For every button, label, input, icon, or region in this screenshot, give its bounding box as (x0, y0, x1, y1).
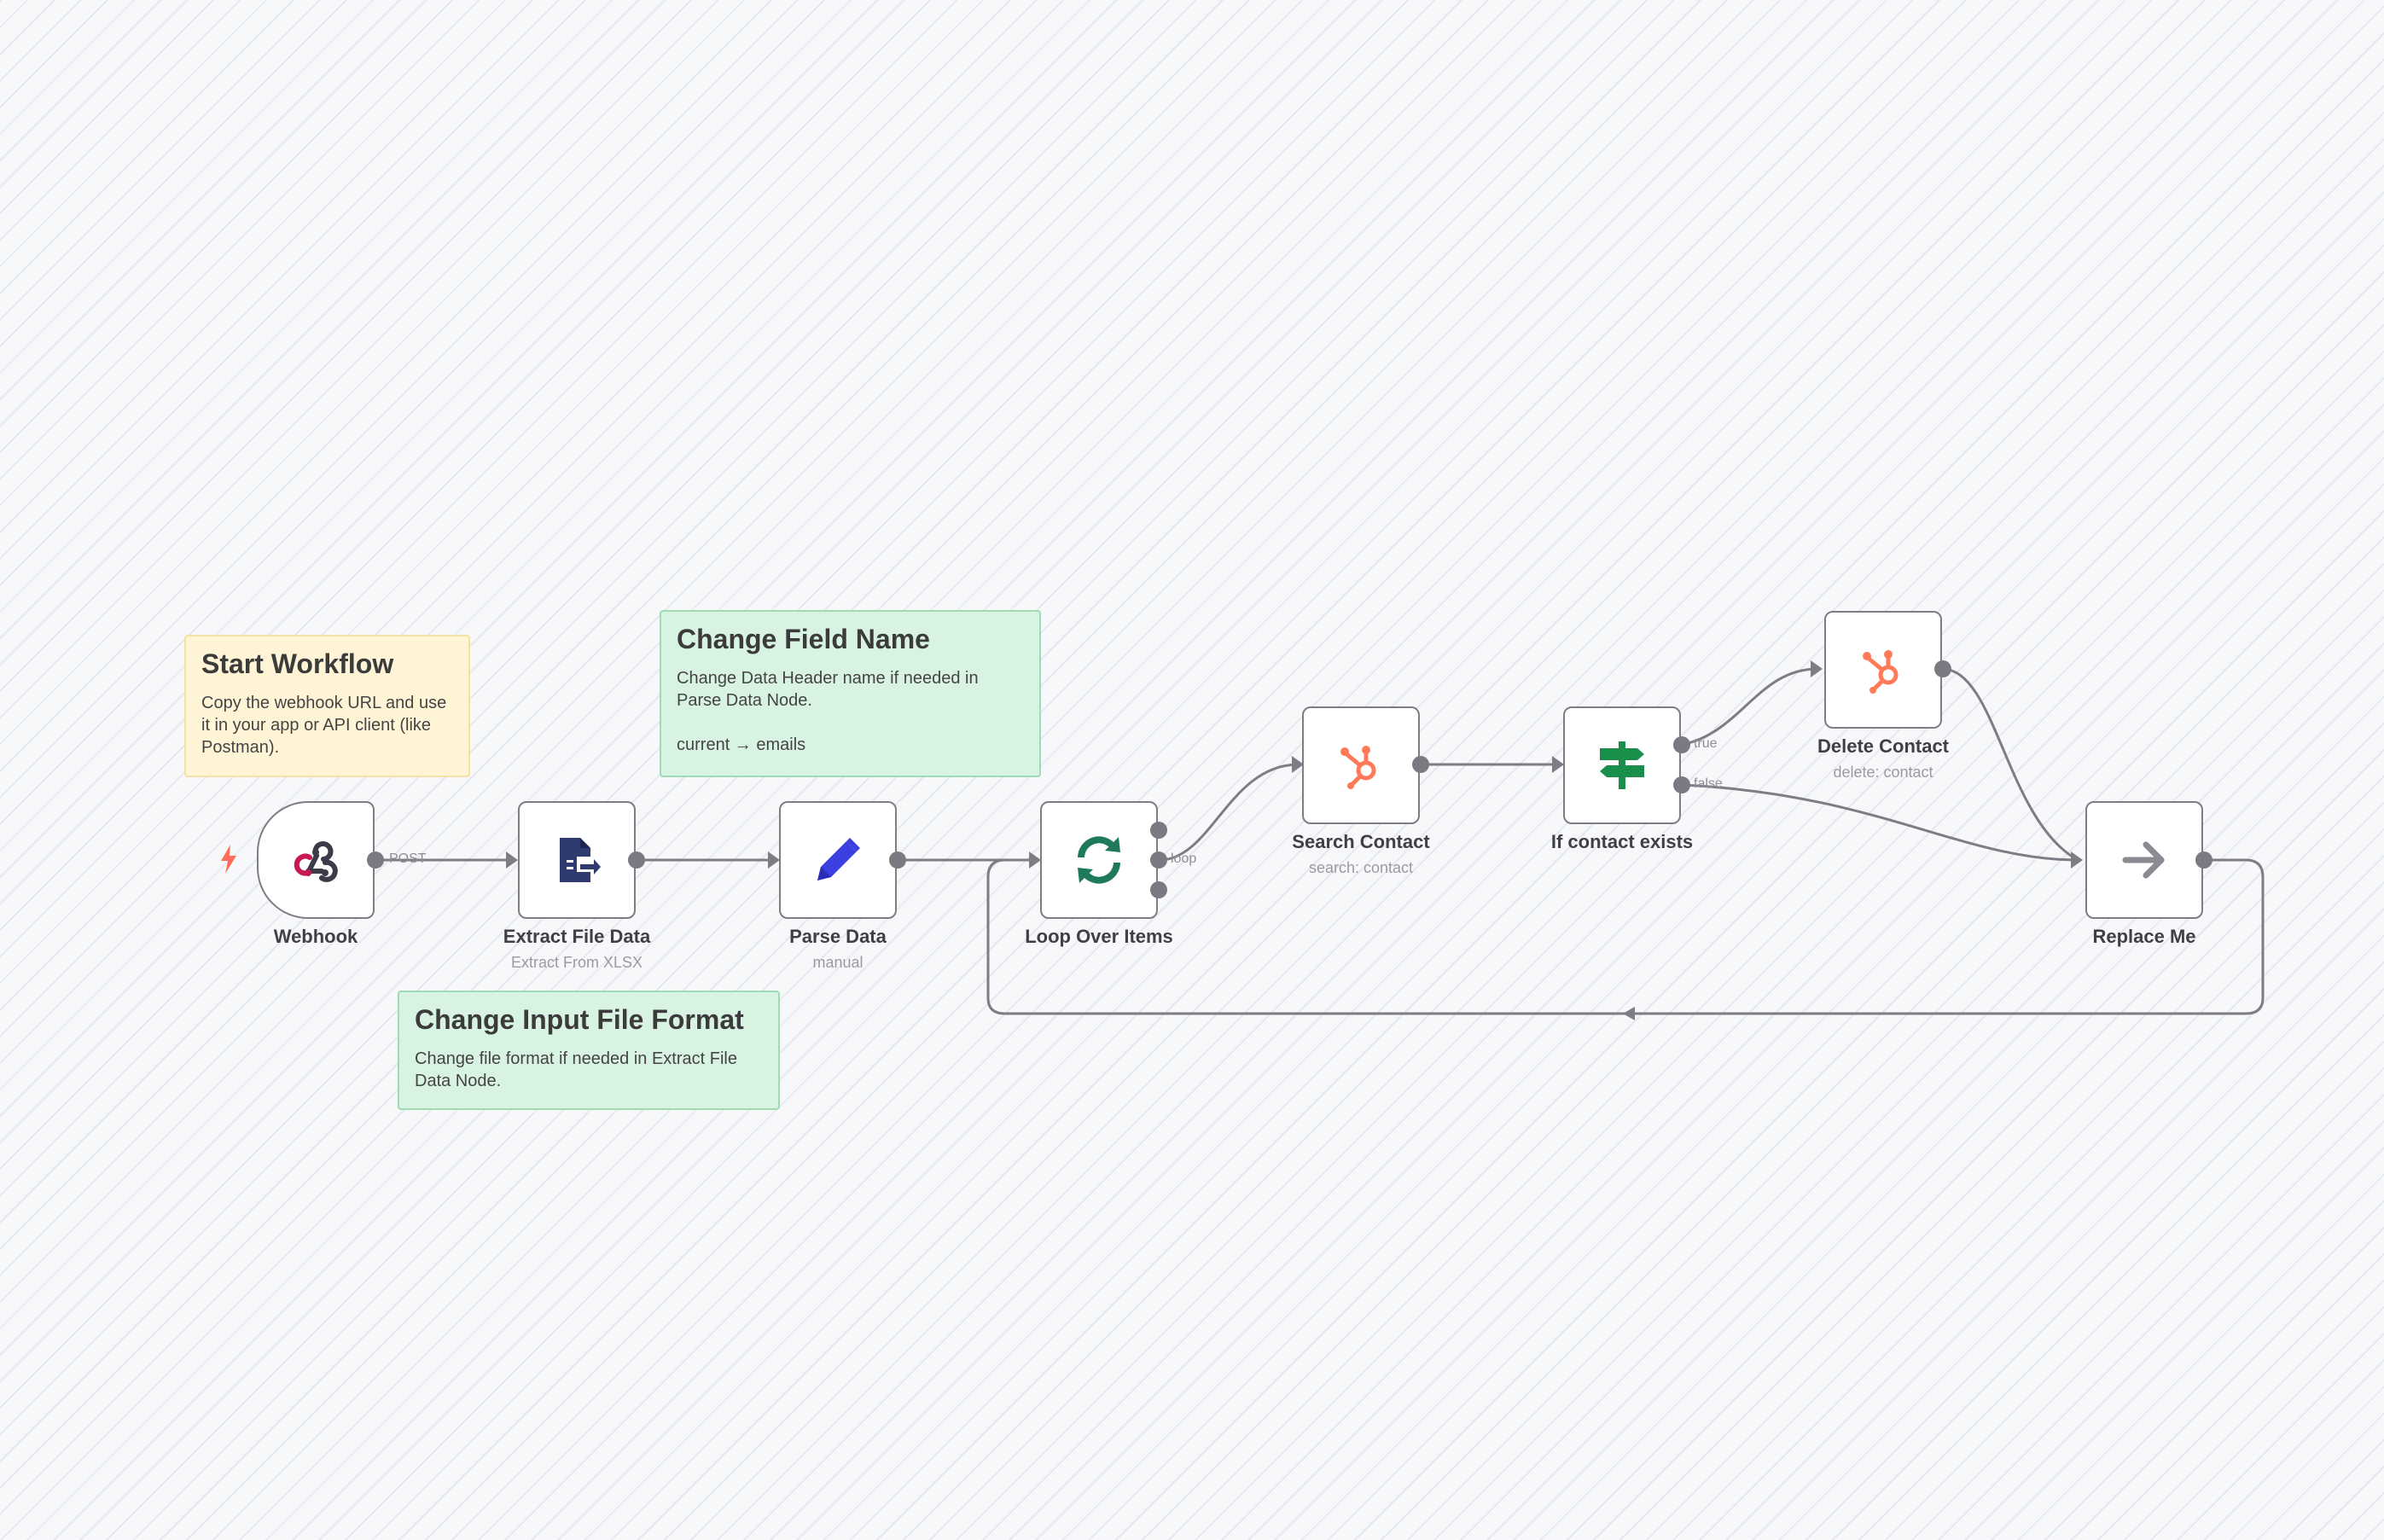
wire-delete-replace[interactable] (1941, 667, 2079, 862)
node-delete-contact[interactable] (1824, 611, 1942, 729)
node-subtitle-search-contact: search: contact (1308, 859, 1414, 876)
sticky-note-title: Change Input File Format (415, 1004, 744, 1035)
node-subtitle-delete-contact: delete: contact (1833, 764, 1933, 781)
arrow-right-icon (2122, 841, 2165, 879)
output-handle-webhook[interactable] (367, 851, 384, 869)
sticky-note-change-input-format[interactable]: Change Input File Format Change file for… (398, 991, 780, 1110)
node-title-replace-me: Replace Me (2092, 926, 2196, 947)
pencil-icon (817, 838, 860, 880)
loop-arrows-icon (1078, 836, 1120, 884)
node-extract-file-data[interactable] (518, 801, 636, 919)
node-title-webhook: Webhook (273, 926, 358, 947)
node-title-loop-over-items: Loop Over Items (1025, 926, 1173, 947)
sticky-note-body: Change file format if needed in Extract … (415, 1049, 737, 1090)
node-title-delete-contact: Delete Contact (1817, 735, 1950, 757)
output-handle-replace[interactable] (2195, 851, 2212, 869)
output-handle-if-false[interactable] (1673, 776, 1690, 793)
trigger-bolt-icon (221, 845, 236, 874)
hubspot-icon (1863, 650, 1898, 694)
arrowhead-extract (506, 851, 518, 869)
output-handle-parse[interactable] (889, 851, 906, 869)
arrowhead-replace (2071, 851, 2083, 869)
arrowhead-parse (768, 851, 780, 869)
node-webhook[interactable] (257, 801, 375, 919)
output-handle-loop-done[interactable] (1150, 822, 1167, 839)
wire-if-true-delete[interactable] (1680, 667, 1818, 747)
output-handle-extract[interactable] (628, 851, 645, 869)
sticky-note-change-field-name[interactable]: Change Field Name Change Data Header nam… (660, 610, 1041, 777)
node-loop-over-items[interactable] (1040, 801, 1158, 919)
file-export-icon (560, 838, 601, 882)
node-replace-me[interactable] (2085, 801, 2203, 919)
wire-loop-search[interactable] (1159, 763, 1300, 862)
edge-label-loop: loop (1171, 851, 1197, 866)
edge-label-true: true (1694, 736, 1718, 751)
sticky-note-mapping: current → emails (677, 735, 806, 754)
signpost-icon (1600, 741, 1644, 789)
sticky-note-body: Change Data Header name if needed in Par… (677, 669, 979, 710)
arrowhead-delete (1811, 660, 1823, 677)
sticky-note-title: Start Workflow (201, 648, 394, 679)
output-handle-search[interactable] (1412, 756, 1429, 773)
node-title-if-contact-exists: If contact exists (1550, 831, 1694, 852)
sticky-note-body: Copy the webhook URL and use it in your … (201, 694, 447, 757)
output-handle-loop[interactable] (1150, 851, 1167, 869)
arrowhead-search (1292, 756, 1304, 773)
hubspot-icon (1340, 746, 1376, 789)
node-subtitle-extract-file-data: Extract From XLSX (510, 954, 643, 971)
webhook-icon (294, 841, 338, 882)
arrowhead-loop (1029, 851, 1041, 869)
node-title-parse-data: Parse Data (789, 926, 887, 947)
wire-if-false-replace[interactable] (1680, 783, 2079, 862)
node-subtitle-parse-data: manual (812, 954, 863, 971)
sticky-note-title: Change Field Name (677, 624, 930, 654)
output-handle-loop-extra[interactable] (1150, 881, 1167, 898)
node-parse-data[interactable] (779, 801, 897, 919)
arrowhead-if (1552, 756, 1564, 773)
output-handle-delete[interactable] (1934, 660, 1951, 677)
output-handle-if-true[interactable] (1673, 736, 1690, 753)
edge-label-false: false (1694, 776, 1723, 791)
node-title-search-contact: Search Contact (1292, 831, 1430, 852)
node-title-extract-file-data: Extract File Data (503, 926, 651, 947)
edge-label-post: POST (389, 851, 427, 866)
arrowhead-loopback (1623, 1007, 1635, 1020)
node-if-contact-exists[interactable] (1563, 706, 1681, 824)
sticky-note-start-workflow[interactable]: Start Workflow Copy the webhook URL and … (184, 635, 470, 777)
node-search-contact[interactable] (1302, 706, 1420, 824)
